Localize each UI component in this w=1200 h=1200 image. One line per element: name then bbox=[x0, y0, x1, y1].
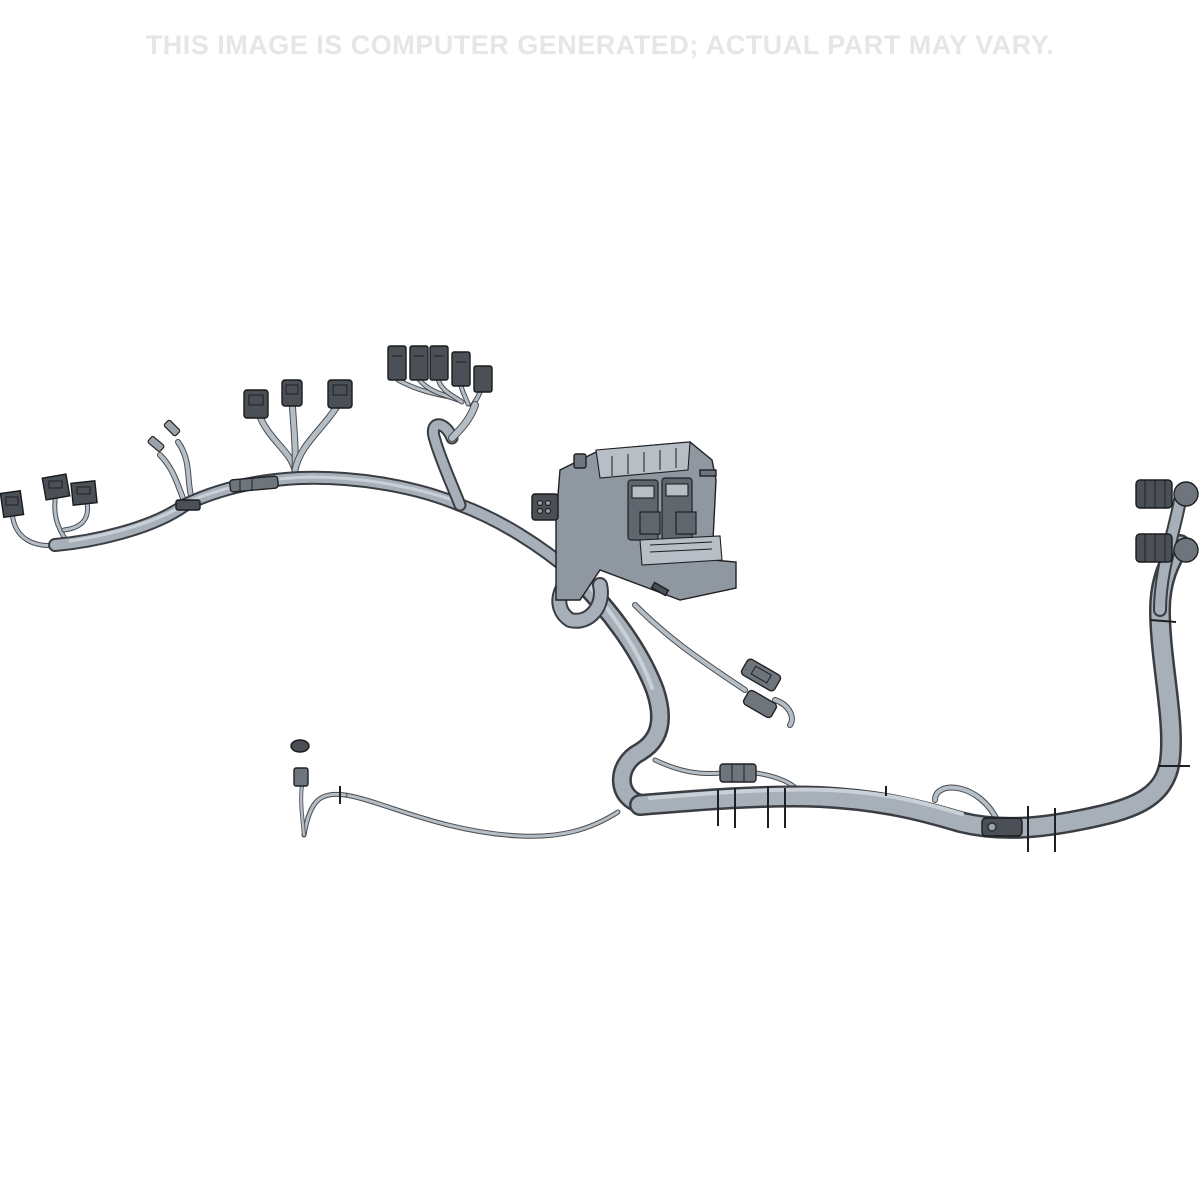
connector-y-middle bbox=[281, 379, 303, 407]
connectors bbox=[0, 345, 1199, 852]
connector-y-right bbox=[327, 379, 353, 409]
connector-right-edge-top bbox=[1135, 479, 1199, 509]
sensor-lower-left bbox=[290, 739, 341, 804]
connector-left-1 bbox=[0, 489, 25, 519]
clip-left-junction bbox=[175, 475, 279, 511]
connector-right-edge-bottom bbox=[1135, 533, 1199, 563]
clip-right-run bbox=[981, 817, 1023, 837]
connector-left-2 bbox=[41, 473, 71, 501]
connector-fan-group bbox=[387, 345, 493, 393]
central-module bbox=[531, 441, 737, 601]
main-trunk bbox=[48, 401, 1191, 839]
disclaimer-watermark: THIS IMAGE IS COMPUTER GENERATED; ACTUAL… bbox=[145, 30, 1055, 60]
connector-y-left bbox=[243, 389, 269, 419]
connector-left-3 bbox=[70, 480, 98, 506]
mounting-studs bbox=[717, 619, 1190, 852]
connector-mid bbox=[719, 763, 757, 783]
connector-pair-right bbox=[740, 658, 782, 719]
